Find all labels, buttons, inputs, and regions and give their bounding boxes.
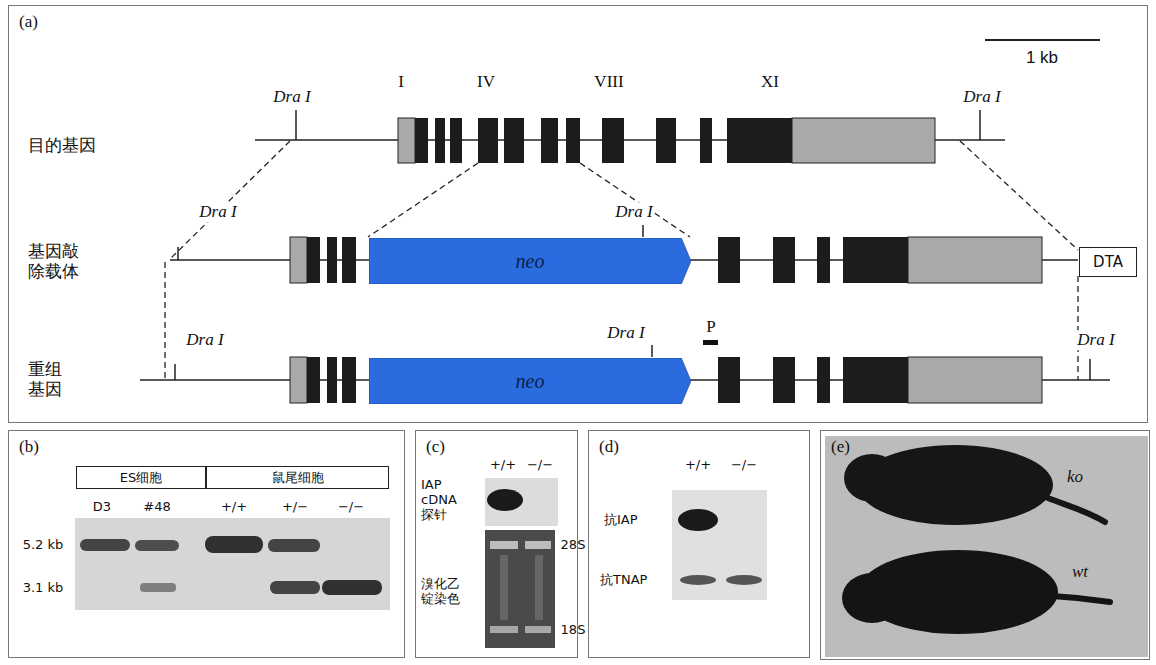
row-label: 重组 基因 xyxy=(28,360,84,399)
genotype-label: +/+ xyxy=(685,458,711,473)
figure-panel: (a) neo neo DTA xyxy=(8,5,1148,423)
row-label: 目的基因 xyxy=(28,136,96,156)
targeting-vector xyxy=(170,225,1078,283)
restriction-site: Dra I xyxy=(605,323,646,343)
southern-blot xyxy=(75,518,390,610)
header-box: ES细胞 xyxy=(76,466,206,489)
probe-label: IAP cDNA 探针 xyxy=(421,478,463,523)
genotype-label: −/− xyxy=(338,500,364,515)
dta-box: DTA xyxy=(1079,247,1137,277)
restriction-site: Dra I xyxy=(961,87,1002,107)
restriction-site: Dra I xyxy=(613,202,654,222)
mouse-label: wt xyxy=(1072,562,1088,582)
panel-letter: (a) xyxy=(19,12,38,32)
node-text: neo xyxy=(516,250,545,273)
node-text: DTA xyxy=(1093,253,1123,271)
restriction-site: Dra I xyxy=(197,202,238,222)
size-label: 3.1 kb xyxy=(23,581,64,596)
probe-label: P xyxy=(706,317,715,337)
neo-arrow-outline xyxy=(369,238,691,284)
recombined-gene xyxy=(140,340,1110,403)
antibody-label: 抗TNAP xyxy=(600,573,647,588)
stain-label: 溴化乙 锭染色 xyxy=(421,577,463,607)
exon-number: I xyxy=(398,72,404,92)
genotype-label: −/− xyxy=(731,458,757,473)
antibody-label: 抗IAP xyxy=(604,513,638,528)
node-text: 鼠尾细胞 xyxy=(272,469,324,487)
row-label: 基因敲 除载体 xyxy=(28,242,84,281)
restriction-site: Dra I xyxy=(271,87,312,107)
lane-label: D3 xyxy=(93,500,111,515)
genotype-label: +/+ xyxy=(221,500,247,515)
genotype-label: +/− xyxy=(282,500,308,515)
neo-arrow-outline xyxy=(369,358,691,404)
panel-letter: (b) xyxy=(19,437,39,457)
target-gene xyxy=(255,110,1005,163)
rrna-label: 28S xyxy=(561,538,586,553)
panel-letter: (d) xyxy=(599,437,619,457)
node-text: ES细胞 xyxy=(120,469,162,487)
mice-photo xyxy=(825,436,1148,657)
rrna-label: 18S xyxy=(561,623,586,638)
restriction-site: Dra I xyxy=(184,330,225,350)
scale-bar xyxy=(985,39,1100,41)
mouse-label: ko xyxy=(1067,467,1083,487)
genotype-label: −/− xyxy=(527,458,553,473)
figure-panel: (e) xyxy=(820,430,1150,660)
figure-panel: (b) ES细胞 鼠尾细胞 xyxy=(8,430,405,658)
genotype-label: +/+ xyxy=(490,458,516,473)
neo-cassette: neo xyxy=(369,358,691,404)
exon-number: VIII xyxy=(594,72,623,92)
neo-cassette: neo xyxy=(369,238,691,284)
western-blot xyxy=(672,490,767,600)
header-box: 鼠尾细胞 xyxy=(206,466,389,489)
restriction-site: Dra I xyxy=(1075,330,1116,350)
exon-number: XI xyxy=(761,72,779,92)
node-text: neo xyxy=(516,370,545,393)
lane-label: #48 xyxy=(143,500,170,515)
scale-label: 1 kb xyxy=(1026,48,1058,68)
panel-letter: (c) xyxy=(426,437,445,457)
homology-guides xyxy=(165,141,1078,380)
exon-number: IV xyxy=(477,72,495,92)
northern-blot xyxy=(485,478,558,648)
panel-letter: (e) xyxy=(831,437,850,457)
size-label: 5.2 kb xyxy=(23,538,64,553)
